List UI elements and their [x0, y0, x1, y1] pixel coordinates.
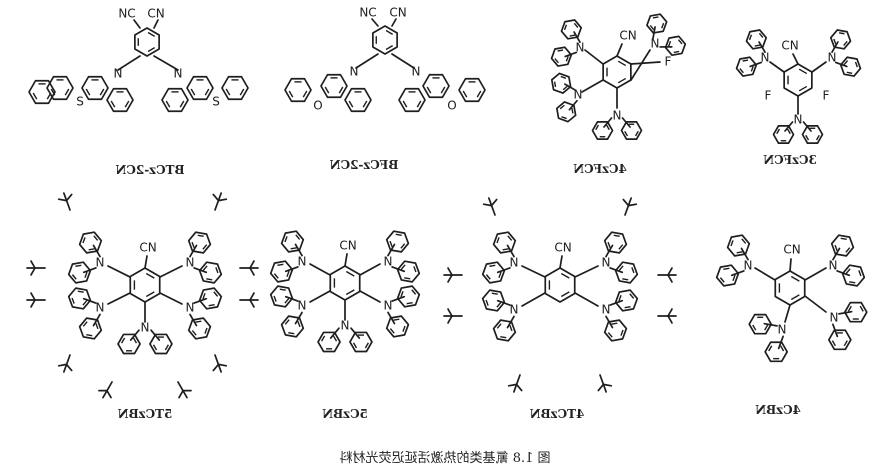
label-4tczbn: 4TCzBN — [529, 407, 585, 421]
molecule-4tczbn: CN N N N N — [443, 197, 677, 393]
svg-text:O: O — [313, 99, 322, 113]
svg-text:F: F — [665, 55, 672, 69]
molecule-5czbn: CN N N N N N — [269, 230, 421, 353]
molecule-5tczbn: CN N N N N N — [26, 192, 259, 399]
svg-text:N: N — [576, 41, 585, 55]
svg-text:N: N — [830, 311, 839, 325]
svg-text:NC: NC — [118, 7, 135, 21]
svg-text:N: N — [510, 303, 519, 317]
svg-text:N: N — [186, 256, 195, 270]
label-5tczbn: 5TCzBN — [117, 407, 173, 421]
svg-text:N: N — [412, 65, 421, 79]
molecule-btcz-2cn: NC CN N N S S — [28, 7, 249, 113]
svg-text:CN: CN — [139, 241, 156, 255]
svg-text:N: N — [829, 259, 838, 273]
svg-text:N: N — [828, 51, 837, 65]
svg-text:N: N — [298, 255, 307, 269]
svg-text:N: N — [298, 299, 307, 313]
svg-text:N: N — [778, 323, 787, 337]
svg-text:CN: CN — [554, 241, 571, 255]
svg-text:N: N — [186, 301, 195, 315]
svg-text:CN: CN — [147, 7, 164, 21]
svg-text:N: N — [384, 299, 393, 313]
svg-text:N: N — [96, 301, 105, 315]
svg-text:F: F — [765, 89, 772, 103]
molecule-bfcz-2cn: NC CN N N O O — [284, 6, 486, 113]
svg-text:N: N — [141, 321, 150, 335]
svg-text:N: N — [651, 37, 660, 51]
svg-text:N: N — [350, 65, 359, 79]
svg-text:N: N — [174, 67, 183, 81]
svg-text:CN: CN — [619, 29, 636, 43]
svg-text:CN: CN — [389, 6, 406, 20]
label-3czfcn: 3CzFCN — [763, 153, 817, 167]
svg-text:CN: CN — [783, 243, 800, 257]
molecule-4czbn: CN N N N N — [715, 234, 868, 363]
svg-text:NC: NC — [359, 6, 376, 20]
svg-text:N: N — [574, 88, 583, 102]
svg-text:N: N — [744, 259, 753, 273]
svg-text:N: N — [794, 113, 803, 127]
svg-text:O: O — [447, 99, 456, 113]
label-5czbn: 5CzBN — [322, 407, 368, 421]
svg-text:F: F — [823, 89, 830, 103]
svg-text:N: N — [510, 256, 519, 270]
svg-text:CN: CN — [781, 39, 798, 53]
svg-text:N: N — [96, 256, 105, 270]
svg-text:N: N — [384, 255, 393, 269]
svg-text:S: S — [76, 95, 84, 109]
svg-text:CN: CN — [339, 239, 356, 253]
svg-text:S: S — [212, 95, 220, 109]
svg-text:N: N — [613, 109, 622, 123]
label-bfcz-2cn: BFCz-2CN — [329, 158, 399, 172]
label-4czbn: 4CzBN — [755, 403, 801, 417]
figure-caption: 图 1.8 氰基类的热激活延迟荧光材料 — [339, 451, 551, 466]
svg-text:N: N — [602, 256, 611, 270]
svg-text:N: N — [761, 51, 770, 65]
label-4czfcn: 4CzFCN — [573, 162, 627, 176]
molecule-3czfcn: CN F F N N N — [735, 29, 862, 145]
svg-text:N: N — [114, 67, 123, 81]
label-btcz-2cn: BTCz-2CN — [115, 163, 185, 177]
svg-text:N: N — [341, 319, 350, 333]
svg-text:N: N — [602, 303, 611, 317]
